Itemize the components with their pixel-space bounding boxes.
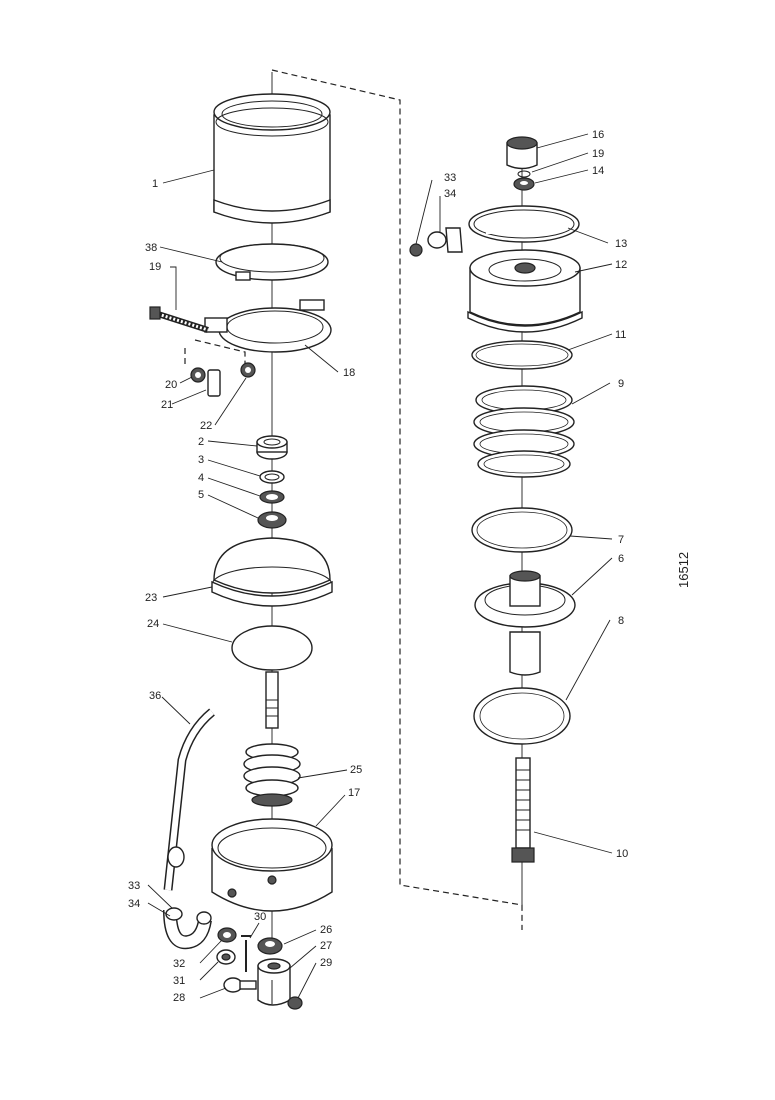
part-17-bowl — [211, 818, 333, 912]
label-18: 18 — [343, 367, 355, 379]
label-19a: 19 — [149, 261, 161, 273]
part-26-washer — [257, 937, 283, 955]
label-7: 7 — [618, 534, 624, 546]
part-33-34-lower-fitting — [163, 907, 212, 950]
label-28: 28 — [173, 992, 185, 1004]
part-5-nut — [257, 511, 287, 529]
part-36-tube — [163, 708, 215, 891]
label-11: 11 — [615, 329, 626, 341]
part-20-nut — [190, 367, 206, 383]
part-32-nut — [217, 927, 237, 943]
left-assembly — [149, 69, 523, 1010]
label-34b: 34 — [444, 188, 456, 200]
label-24: 24 — [147, 618, 159, 630]
part-23-diaphragm-cover — [211, 537, 333, 607]
label-8: 8 — [618, 615, 624, 627]
label-1: 1 — [152, 178, 158, 190]
label-9: 9 — [618, 378, 624, 390]
part-labels: 1 38 19 18 20 21 22 2 3 4 5 23 24 36 25 … — [128, 129, 628, 1004]
label-3: 3 — [198, 454, 204, 466]
label-6: 6 — [618, 553, 624, 565]
label-21: 21 — [161, 399, 173, 411]
part-21-plate — [207, 369, 221, 397]
label-32: 32 — [173, 958, 185, 970]
label-4: 4 — [198, 472, 204, 484]
part-8-ring — [473, 687, 571, 745]
part-29-nut — [287, 996, 303, 1010]
label-14: 14 — [592, 165, 604, 177]
label-13: 13 — [615, 238, 627, 250]
part-2-bushing — [256, 435, 288, 460]
part-12-housing — [467, 249, 583, 333]
part-14-nut — [513, 177, 535, 191]
label-5: 5 — [198, 489, 204, 501]
part-6-piston — [474, 570, 576, 676]
drawing-code: 16512 — [676, 552, 691, 588]
label-20: 20 — [165, 379, 177, 391]
part-33-34-upper-fitting — [409, 227, 463, 257]
part-11-ring — [471, 340, 573, 370]
label-19b: 19 — [592, 148, 604, 160]
label-17: 17 — [348, 787, 360, 799]
part-18-clamp — [204, 299, 332, 353]
label-25: 25 — [350, 764, 362, 776]
part-7-ring — [471, 507, 573, 553]
label-30: 30 — [254, 911, 266, 923]
part-1-cylinder — [213, 93, 331, 224]
label-33b: 33 — [444, 172, 456, 184]
part-28-screw — [223, 977, 257, 993]
label-12: 12 — [615, 259, 627, 271]
part-19-small-ring — [517, 170, 531, 178]
label-34a: 34 — [128, 898, 140, 910]
part-38-band — [215, 243, 329, 281]
label-22: 22 — [200, 420, 212, 432]
part-30-pin — [241, 935, 251, 972]
part-13-snap-ring — [468, 205, 580, 243]
piston-rod — [265, 671, 279, 729]
part-9-spring — [473, 385, 575, 478]
label-29: 29 — [320, 957, 332, 969]
right-assembly — [409, 136, 583, 905]
part-4-ring — [259, 490, 285, 504]
part-31-nut — [216, 949, 236, 965]
label-23: 23 — [145, 592, 157, 604]
part-3-ring — [259, 470, 285, 484]
label-10: 10 — [616, 848, 628, 860]
label-2: 2 — [198, 436, 204, 448]
part-19-bolt — [149, 306, 209, 333]
label-36: 36 — [149, 690, 161, 702]
label-26: 26 — [320, 924, 332, 936]
part-16-cap — [506, 136, 538, 170]
part-10-threaded-rod — [511, 757, 535, 863]
part-27-body — [257, 958, 291, 1006]
label-27: 27 — [320, 940, 332, 952]
leader-lines — [147, 133, 613, 999]
label-16: 16 — [592, 129, 604, 141]
part-25-spring — [243, 743, 301, 807]
label-33a: 33 — [128, 880, 140, 892]
part-24-disc — [231, 625, 313, 671]
label-38: 38 — [145, 242, 157, 254]
part-22-nut — [240, 362, 256, 378]
label-31: 31 — [173, 975, 185, 987]
